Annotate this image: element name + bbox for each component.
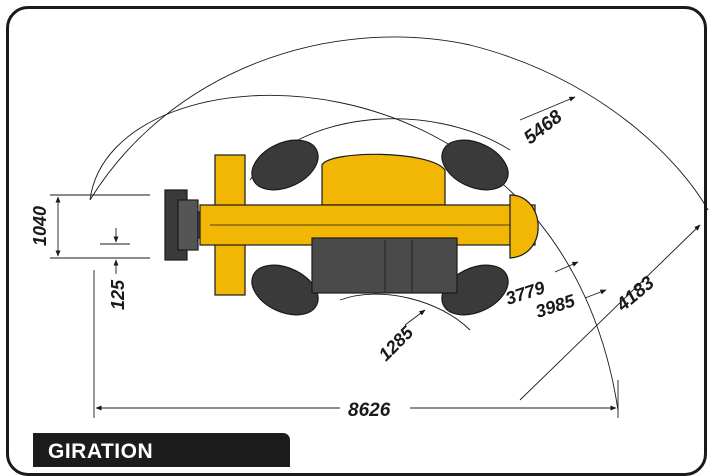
dimension-1285: 1285 <box>375 322 418 365</box>
section-title: GIRATION <box>48 440 154 463</box>
dimension-lines <box>50 96 701 418</box>
dimension-4183: 4183 <box>612 272 659 316</box>
outer-swing-arc <box>89 36 709 211</box>
tyres <box>251 139 509 316</box>
inner-arc <box>339 293 471 331</box>
machine <box>164 139 539 316</box>
dimension-5468: 5468 <box>520 106 567 149</box>
dimension-1040: 1040 <box>30 206 50 246</box>
dimension-8626: 8626 <box>348 400 391 421</box>
title-bar <box>33 433 290 467</box>
engine-cover <box>321 153 446 206</box>
radius-arcs <box>89 36 709 411</box>
large-arc <box>89 94 619 411</box>
turret <box>509 194 539 259</box>
turning-radius-diagram: 8626 5468 4183 3985 3779 1285 1040 125 <box>30 36 709 421</box>
dimension-125: 125 <box>108 279 128 310</box>
